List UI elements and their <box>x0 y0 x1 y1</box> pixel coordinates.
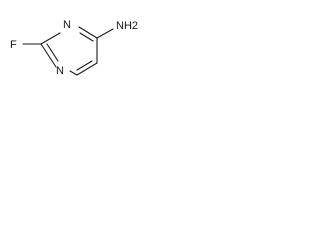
atom-nitrogen-bottom: N <box>56 65 64 77</box>
bond-c5-c6 <box>76 62 98 76</box>
structure-diagram: F N N NH2 <box>10 19 138 77</box>
bond-c2-n1-double <box>46 43 59 62</box>
atom-amino: NH2 <box>116 20 138 32</box>
bond-n3-c4-double <box>79 32 94 42</box>
bond-n3-c4 <box>78 26 98 39</box>
bond-c2-n1 <box>40 43 57 68</box>
atom-fluorine: F <box>10 39 17 51</box>
bond-c2-n3 <box>40 32 61 45</box>
bond-c5-c6-double <box>76 60 93 71</box>
bond-c4-nh2 <box>96 28 114 39</box>
bond-c6-n1 <box>69 70 78 76</box>
bonds <box>22 26 114 76</box>
atom-nitrogen-top: N <box>63 19 71 31</box>
